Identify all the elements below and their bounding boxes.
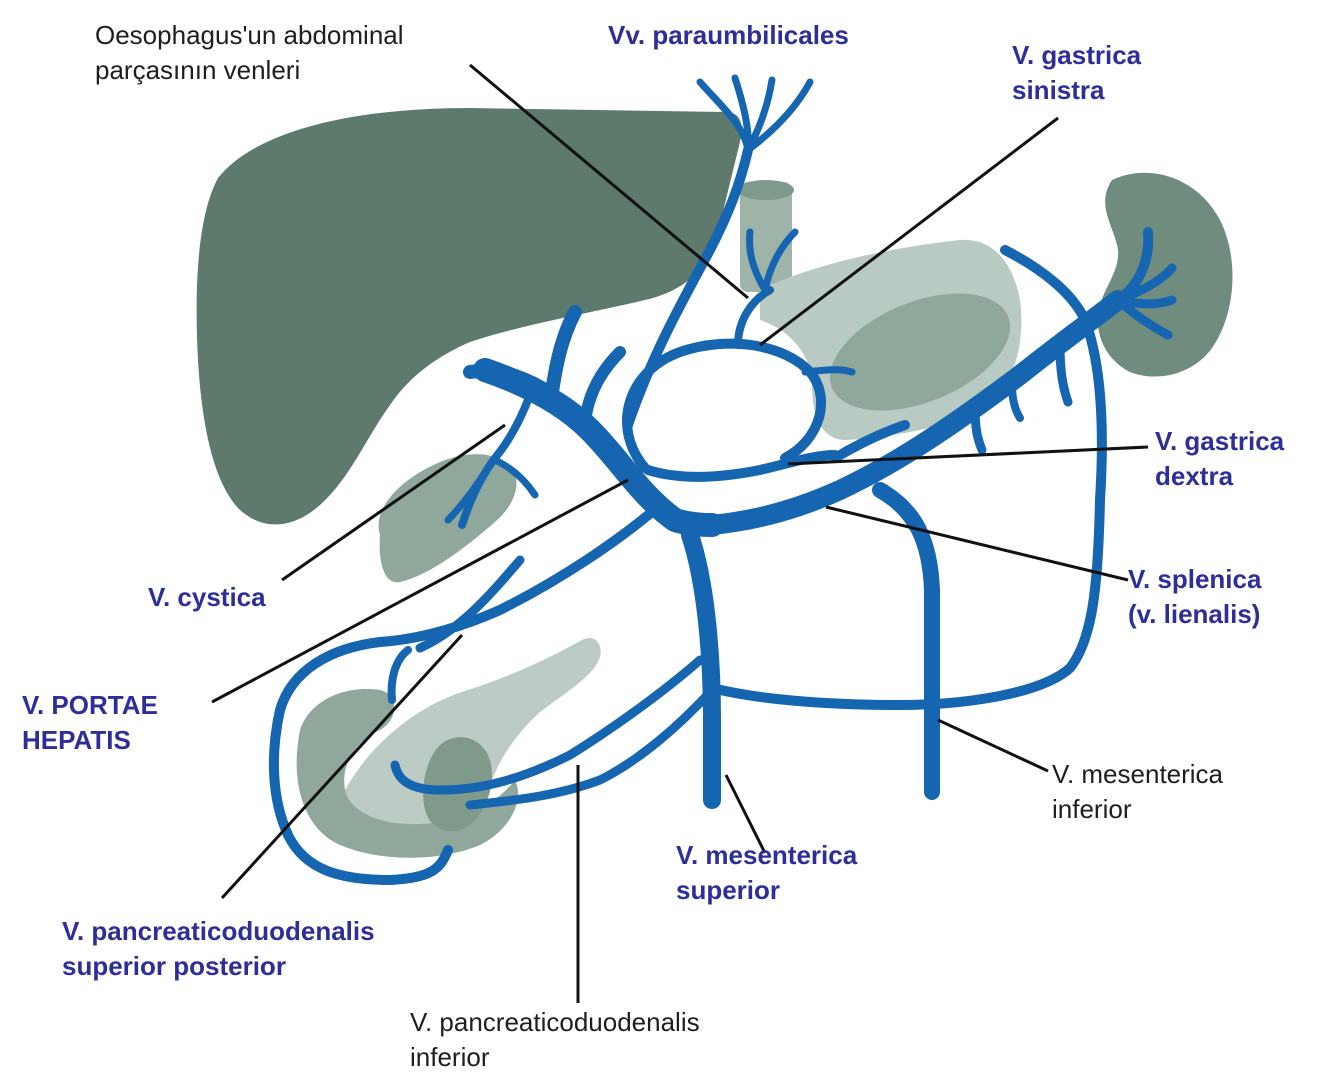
portal-branch-left <box>550 312 575 405</box>
label-v-mesenterica-superior: V. mesenterica superior <box>676 838 857 908</box>
label-v-splenica: V. splenica (v. lienalis) <box>1128 562 1261 632</box>
leader-splenica <box>826 507 1128 580</box>
label-v-portae-hepatis: V. PORTAE HEPATIS <box>22 688 158 758</box>
label-v-gastrica-sinistra: V. gastrica sinistra <box>1012 38 1141 108</box>
v-gastrica-dextra <box>648 455 835 477</box>
v-gastrica-sinistra <box>627 344 821 468</box>
label-v-pancreaticoduodenalis-superior-posterior: V. pancreaticoduodenalis superior poster… <box>62 914 375 984</box>
portal-branch-mid <box>585 352 620 422</box>
label-v-pancreaticoduodenalis-inferior: V. pancreaticoduodenalis inferior <box>410 1005 700 1075</box>
oesophagus-opening <box>738 180 794 200</box>
label-v-mesenterica-inferior: V. mesenterica inferior <box>1052 757 1223 827</box>
label-oesophagus-veins: Oesophagus'un abdominal parçasının venle… <box>95 18 404 88</box>
v-mesenterica-inferior <box>880 490 932 792</box>
label-v-gastrica-dextra: V. gastrica dextra <box>1155 424 1284 494</box>
label-vv-paraumbilicales: Vv. paraumbilicales <box>608 18 849 53</box>
leader-mesenterica-inferior <box>938 720 1048 771</box>
label-v-cystica: V. cystica <box>148 580 266 615</box>
